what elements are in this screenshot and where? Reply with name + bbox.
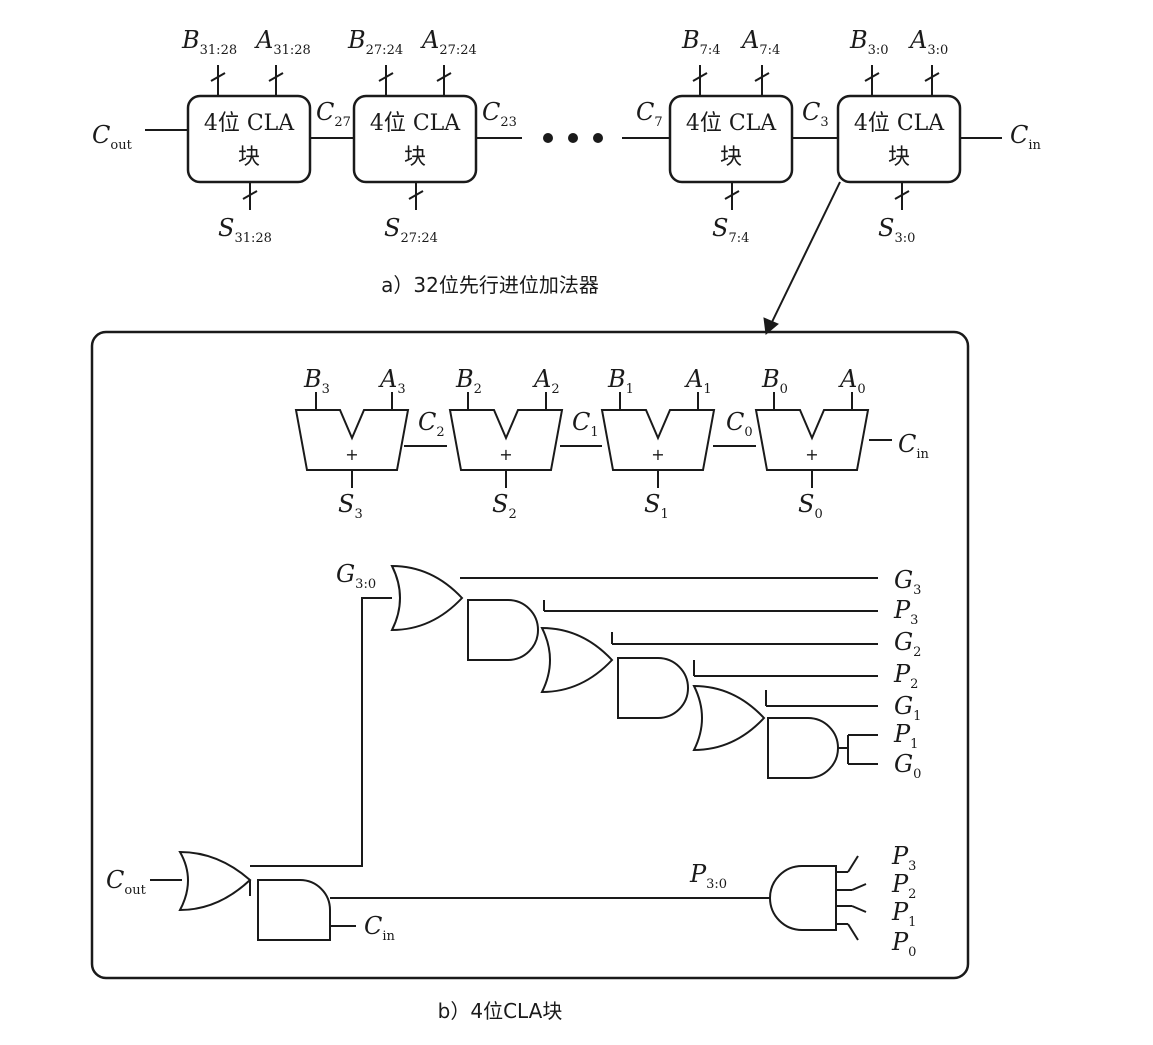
cla-block-7-4: 4位 CLA 块 B7:4 A7:4 S7:4 [668, 26, 794, 246]
cla-block-31-28: 4位 CLA 块 B31:28 A31:28 S31:28 [181, 26, 312, 246]
output-s3: S3 [338, 490, 363, 522]
part-b-4bit-cla-block: + B3 A3 S3 + B2 A2 S2 + B1 A1 S1 [90, 330, 970, 1023]
input-a3: A3 [378, 365, 406, 397]
input-b-7-4: B7:4 [681, 26, 721, 58]
output-s0: S0 [798, 490, 823, 522]
output-s1: S1 [644, 490, 669, 522]
input-b2: B2 [455, 365, 482, 397]
carry-out-label: Cout [92, 121, 133, 153]
carry-in-label-b: Cin [898, 430, 930, 462]
adder-plus: + [805, 445, 818, 464]
block-label: 4位 CLA [370, 111, 461, 136]
or-gate-cout [178, 850, 252, 912]
p2-in-label: P2 [891, 870, 916, 902]
cla-block-frame [90, 330, 970, 980]
and-gate-p30 [769, 865, 837, 931]
output-s-3-0: S3:0 [878, 214, 915, 246]
g30-label: G3:0 [336, 560, 376, 592]
block-label: 块 [720, 145, 742, 170]
and-gate-p1 [767, 717, 839, 779]
input-b0: B0 [761, 365, 788, 397]
p3-in-label: P3 [891, 842, 916, 874]
input-a-27-24: A27:24 [420, 26, 477, 58]
or-gate-g30 [390, 564, 464, 632]
caption-b: b）4位CLA块 [438, 999, 563, 1023]
part-a-32bit-cla: 4位 CLA 块 B31:28 A31:28 S31:28 4位 CLA 块 B… [92, 26, 1042, 335]
full-adder-2: + B2 A2 S2 [448, 365, 564, 522]
caption-a: a）32位先行进位加法器 [381, 273, 599, 297]
and-gate-p2 [617, 657, 689, 719]
block-label: 块 [404, 145, 426, 170]
or-gate-g2 [540, 626, 614, 694]
input-a2: A2 [532, 365, 560, 397]
and-gate-cin [257, 879, 331, 941]
carry-c23-label: C23 [482, 98, 517, 130]
carry-c27-label: C27 [316, 98, 351, 130]
full-adder-1: + B1 A1 S1 [600, 365, 716, 522]
input-b-27-24: B27:24 [347, 26, 403, 58]
p1-in-label: P1 [891, 898, 916, 930]
cout-label-b: Cout [106, 866, 147, 898]
output-s-27-24: S27:24 [384, 214, 438, 246]
input-b-3-0: B3:0 [849, 26, 889, 58]
input-a-7-4: A7:4 [740, 26, 780, 58]
block-label: 块 [888, 145, 910, 170]
propagate-logic: P3 P2 P1 P0 P3:0 Cin Cout [106, 842, 916, 960]
input-b1: B1 [607, 365, 634, 397]
ellipsis-dot [568, 133, 578, 143]
adder-plus: + [651, 445, 664, 464]
output-s-7-4: S7:4 [712, 214, 749, 246]
ellipsis-dot [593, 133, 603, 143]
adder-plus: + [345, 445, 358, 464]
input-a-3-0: A3:0 [908, 26, 948, 58]
carry-in-label: Cin [1010, 121, 1042, 153]
ellipsis-dot [543, 133, 553, 143]
p3-label: P3 [893, 596, 918, 628]
input-b3: B3 [303, 365, 330, 397]
cla-block-27-24: 4位 CLA 块 B27:24 A27:24 S27:24 [347, 26, 478, 246]
generate-logic: G3:0 G3 P3 G2 P2 G1 P1 G0 [250, 560, 921, 867]
block-label: 4位 CLA [204, 111, 295, 136]
output-s-31-28: S31:28 [218, 214, 272, 246]
input-a1: A1 [684, 365, 712, 397]
carry-c0-label: C0 [726, 408, 753, 440]
carry-c2-label: C2 [418, 408, 445, 440]
p30-label: P3:0 [689, 860, 727, 892]
p1-label: P1 [893, 720, 918, 752]
g0-label: G0 [894, 750, 921, 782]
carry-c1-label: C1 [572, 408, 599, 440]
block-label: 4位 CLA [854, 111, 945, 136]
p2-label: P2 [893, 660, 918, 692]
full-adder-0: + B0 A0 S0 [754, 365, 870, 522]
adder-plus: + [499, 445, 512, 464]
input-a-31-28: A31:28 [254, 26, 311, 58]
and-gate-p3 [467, 599, 539, 661]
or-gate-g1 [692, 684, 766, 752]
full-adder-3: + B3 A3 S3 [294, 365, 410, 522]
input-b-31-28: B31:28 [181, 26, 237, 58]
carry-c3-label: C3 [802, 98, 829, 130]
input-a0: A0 [838, 365, 866, 397]
carry-c7-label: C7 [636, 98, 663, 130]
zoom-arrow-head [763, 317, 779, 335]
g2-label: G2 [894, 628, 921, 660]
cin-label-b: Cin [364, 912, 396, 944]
block-label: 块 [238, 145, 260, 170]
cla-block-3-0: 4位 CLA 块 B3:0 A3:0 S3:0 [836, 26, 962, 246]
output-s2: S2 [492, 490, 517, 522]
g3-label: G3 [894, 566, 921, 598]
p0-in-label: P0 [891, 928, 916, 960]
block-label: 4位 CLA [686, 111, 777, 136]
g1-label: G1 [894, 692, 921, 724]
